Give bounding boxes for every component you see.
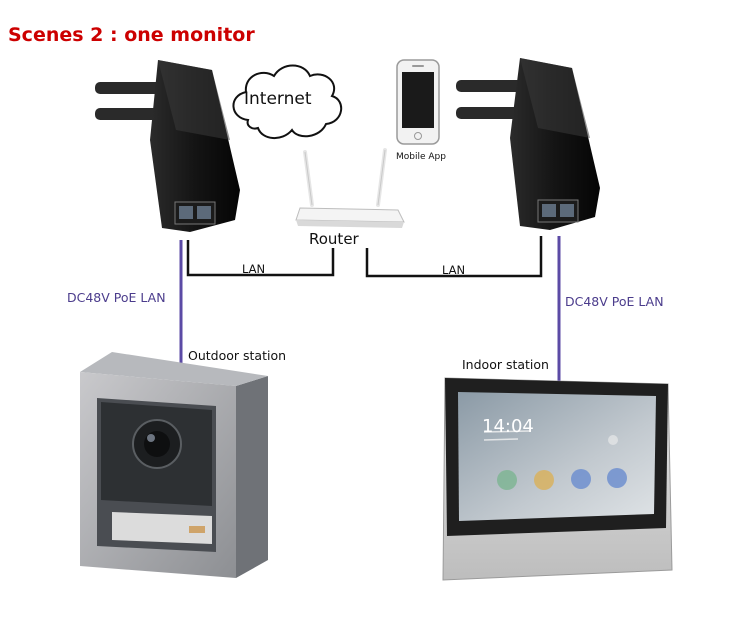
poe-label-left: DC48V PoE LAN bbox=[67, 290, 166, 305]
lan-link-right bbox=[365, 236, 543, 278]
smartphone-icon bbox=[396, 59, 440, 145]
monitor-clock: 14:04 bbox=[482, 416, 534, 437]
lan-link-left bbox=[186, 240, 335, 277]
poe-adapter-right bbox=[456, 58, 600, 230]
router-icon bbox=[295, 148, 405, 228]
poe-adapter-left bbox=[95, 60, 240, 232]
diagram-title: Scenes 2 : one monitor bbox=[8, 24, 255, 46]
internet-cloud-icon bbox=[232, 64, 342, 139]
router-label: Router bbox=[309, 230, 359, 248]
poe-label-right: DC48V PoE LAN bbox=[565, 294, 664, 309]
lan-label-left: LAN bbox=[242, 262, 266, 276]
indoor-station-label: Indoor station bbox=[462, 357, 549, 372]
lan-label-right: LAN bbox=[442, 263, 466, 277]
outdoor-station-device bbox=[80, 352, 268, 578]
mobile-app-label: Mobile App bbox=[396, 152, 446, 162]
internet-label: Internet bbox=[244, 89, 312, 109]
indoor-station-device bbox=[442, 377, 673, 581]
outdoor-station-label: Outdoor station bbox=[188, 348, 287, 363]
